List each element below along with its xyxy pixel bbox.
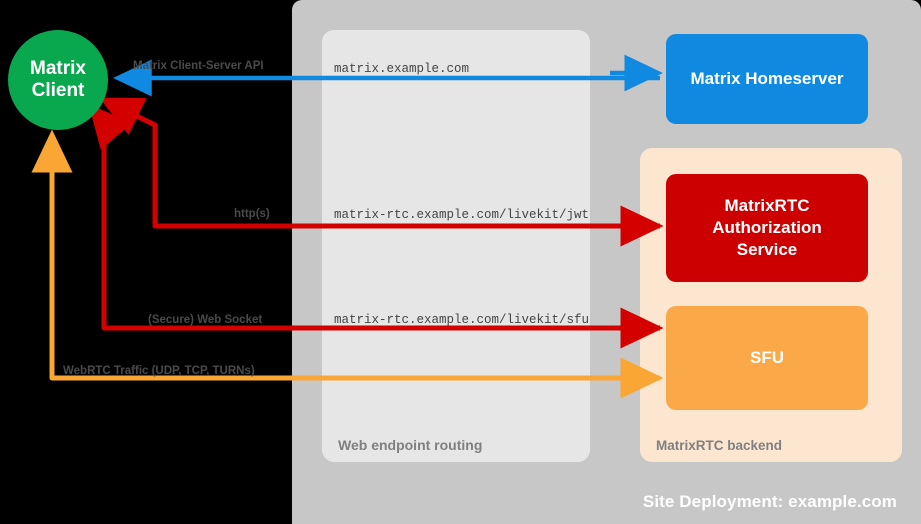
flow-label-webrtc-protocol: WebRTC Traffic (UDP, TCP, TURNs) <box>63 365 255 377</box>
matrixrtc-backend-label: MatrixRTC backend <box>656 438 783 453</box>
flow-label-jwt-protocol: http(s) <box>234 208 270 220</box>
auth-service-line2: Authorization <box>712 217 822 237</box>
flow-label-cs-api-protocol: Matrix Client-Server API <box>133 60 264 72</box>
flow-label-websocket-protocol: (Secure) Web Socket <box>148 314 263 326</box>
connector-webrtc <box>31 129 664 399</box>
node-matrix-client[interactable]: Matrix Client <box>8 30 108 130</box>
auth-service-line1: MatrixRTC <box>724 195 810 215</box>
web-endpoint-routing-label: Web endpoint routing <box>338 437 483 453</box>
flow-label-websocket-endpoint: matrix-rtc.example.com/livekit/sfu <box>334 313 590 327</box>
connector-cs-api <box>113 54 663 97</box>
node-sfu[interactable]: SFU <box>666 306 868 410</box>
site-deployment-label: Site Deployment: example.com <box>642 492 897 511</box>
matrix-client-line2: Client <box>31 80 85 101</box>
node-matrixrtc-authorization-service[interactable]: MatrixRTC Authorization Service <box>666 174 868 282</box>
sfu-label: SFU <box>750 348 784 367</box>
node-matrix-homeserver[interactable]: Matrix Homeserver <box>666 34 868 124</box>
auth-service-line3: Service <box>736 240 798 260</box>
matrix-homeserver-label: Matrix Homeserver <box>690 69 844 88</box>
connector-websocket <box>88 103 664 349</box>
web-endpoint-routing-panel <box>322 30 590 462</box>
matrix-client-line1: Matrix <box>30 58 86 80</box>
flow-label-jwt-endpoint: matrix-rtc.example.com/livekit/jwt <box>334 208 590 222</box>
flow-label-cs-api-endpoint: matrix.example.com <box>334 62 470 76</box>
